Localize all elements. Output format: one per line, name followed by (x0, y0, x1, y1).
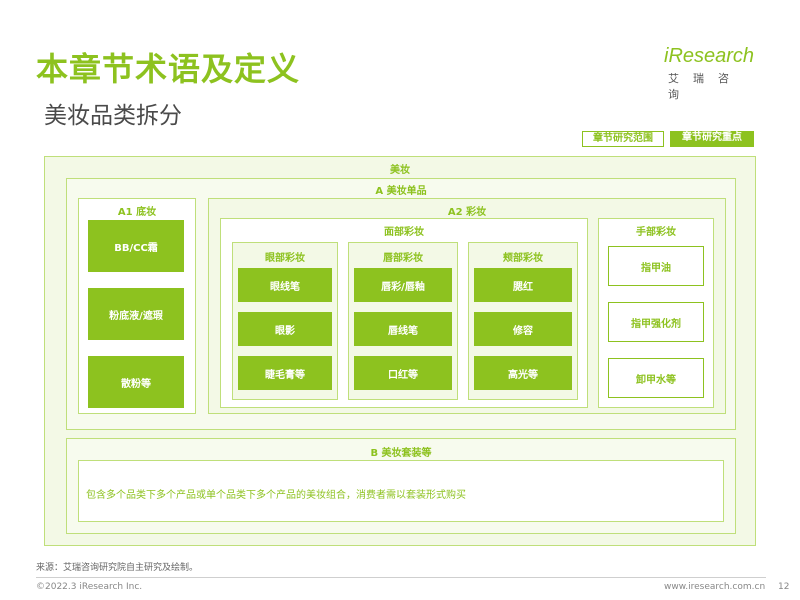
label-eye-makeup: 眼部彩妆 (265, 253, 305, 264)
footer-divider (36, 577, 766, 578)
tag-research-scope: 章节研究范围 (582, 131, 664, 147)
item-nail-strengthener: 指甲强化剂 (608, 302, 704, 342)
label-a1-base-makeup: A1 底妆 (117, 207, 157, 218)
label-a2-color-makeup: A2 彩妆 (447, 207, 487, 218)
item-bb-cc-cream: BB/CC霜 (88, 220, 184, 272)
source-note: 来源：艾瑞咨询研究院自主研究及绘制。 (36, 563, 199, 573)
logo-subtitle: 艾瑞咨询 (668, 72, 743, 101)
label-cheek-makeup: 颊部彩妆 (503, 253, 543, 264)
item-lip-gloss: 唇彩/唇釉 (354, 268, 452, 302)
b-description-text: 包含多个品类下多个产品或单个品类下多个产品的美妆组合，消费者需以套装形式购买 (86, 490, 466, 501)
item-foundation-concealer: 粉底液/遮瑕 (88, 288, 184, 340)
label-lip-makeup: 唇部彩妆 (383, 253, 423, 264)
iresearch-logo: iResearch 艾瑞咨询 (664, 44, 760, 102)
item-blush: 腮红 (474, 268, 572, 302)
item-nail-polish: 指甲油 (608, 246, 704, 286)
page-subtitle: 美妆品类拆分 (44, 103, 182, 129)
label-hand-makeup: 手部彩妆 (636, 227, 676, 238)
item-eyeshadow: 眼影 (238, 312, 332, 346)
page-title: 本章节术语及定义 (36, 50, 301, 88)
item-lipstick: 口红等 (354, 356, 452, 390)
item-nail-remover: 卸甲水等 (608, 358, 704, 398)
website-url: www.iresearch.com.cn (664, 582, 766, 592)
item-lip-liner: 唇线笔 (354, 312, 452, 346)
logo-wordmark: iResearch (664, 45, 755, 67)
b-description-box (78, 460, 724, 522)
page-number: 12 (778, 582, 790, 592)
tag-research-focus: 章节研究重点 (670, 131, 754, 147)
label-a-single-products: A 美妆单品 (375, 186, 427, 197)
label-face-makeup: 面部彩妆 (384, 227, 424, 238)
copyright: ©2022.3 iResearch Inc. (36, 582, 143, 592)
root-label: 美妆 (390, 165, 410, 176)
item-mascara: 睫毛膏等 (238, 356, 332, 390)
item-contour: 修容 (474, 312, 572, 346)
item-highlighter: 高光等 (474, 356, 572, 390)
item-eyeliner: 眼线笔 (238, 268, 332, 302)
item-loose-powder: 散粉等 (88, 356, 184, 408)
label-b-makeup-sets: B 美妆套装等 (370, 448, 432, 459)
